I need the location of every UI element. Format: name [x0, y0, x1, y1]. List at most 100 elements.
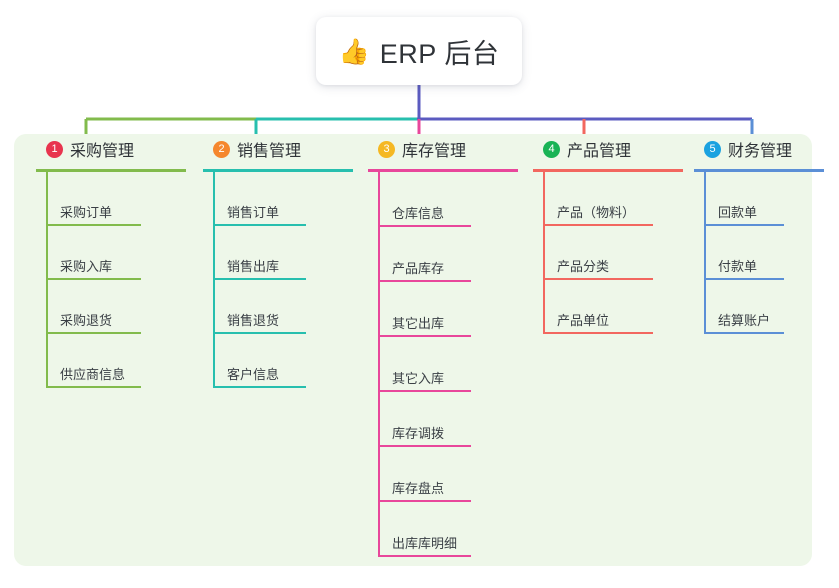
- leaf-rule: [213, 386, 306, 388]
- branch-items-5: 回款单付款单结算账户: [694, 172, 824, 340]
- leaf-label: 采购入库: [60, 259, 113, 274]
- leaf-label: 产品库存: [392, 261, 445, 276]
- branch-header-rule: [36, 169, 186, 172]
- leaf-label: 客户信息: [227, 367, 280, 382]
- leaf-rule: [378, 445, 471, 447]
- branch-number-badge: 2: [213, 140, 230, 158]
- leaf-item[interactable]: 产品（物料）: [543, 172, 653, 226]
- leaf-item[interactable]: 销售退货: [213, 280, 306, 334]
- leaf-rule: [704, 332, 784, 334]
- leaf-rule: [704, 224, 784, 226]
- branch-title: 财务管理: [728, 143, 793, 160]
- leaf-item[interactable]: 付款单: [704, 226, 784, 280]
- root-node-content: 👍 ERP 后台: [339, 32, 500, 71]
- branch-items-1: 采购订单采购入库采购退货供应商信息: [36, 172, 186, 394]
- leaf-item[interactable]: 产品库存: [378, 227, 471, 282]
- leaf-item[interactable]: 供应商信息: [46, 334, 141, 388]
- leaf-rule: [378, 390, 471, 392]
- branch-stem: [543, 172, 545, 334]
- leaf-label: 其它入库: [392, 371, 445, 386]
- branch-header-4[interactable]: 4 产品管理: [533, 134, 683, 164]
- leaf-item[interactable]: 结算账户: [704, 280, 784, 334]
- leaf-item[interactable]: 产品单位: [543, 280, 653, 334]
- branch-number-badge: 3: [378, 140, 395, 158]
- leaf-rule: [543, 224, 653, 226]
- branch-header-rule: [368, 169, 518, 172]
- branch-column-2[interactable]: 2 销售管理销售订单销售出库销售退货客户信息: [203, 134, 353, 394]
- leaf-rule: [378, 335, 471, 337]
- leaf-label: 出库库明细: [392, 536, 458, 551]
- leaf-rule: [378, 500, 471, 502]
- leaf-label: 产品分类: [557, 259, 610, 274]
- leaf-label: 库存调拨: [392, 426, 445, 441]
- leaf-item[interactable]: 销售出库: [213, 226, 306, 280]
- branch-number-badge: 1: [46, 140, 63, 158]
- leaf-rule: [543, 332, 653, 334]
- leaf-item[interactable]: 出库库明细: [378, 502, 471, 557]
- leaf-label: 采购订单: [60, 205, 113, 220]
- leaf-item[interactable]: 其它入库: [378, 337, 471, 392]
- leaf-label: 产品（物料）: [557, 205, 636, 220]
- leaf-rule: [378, 555, 471, 557]
- branch-number-badge: 5: [704, 140, 721, 158]
- branch-header-rule: [533, 169, 683, 172]
- leaf-label: 结算账户: [718, 313, 771, 328]
- branch-title: 采购管理: [70, 143, 135, 160]
- root-node-card[interactable]: 👍 ERP 后台: [316, 17, 522, 85]
- branch-column-5[interactable]: 5 财务管理回款单付款单结算账户: [694, 134, 824, 340]
- leaf-item[interactable]: 仓库信息: [378, 172, 471, 227]
- branch-column-1[interactable]: 1 采购管理采购订单采购入库采购退货供应商信息: [36, 134, 186, 394]
- branch-title: 销售管理: [237, 143, 302, 160]
- leaf-rule: [378, 280, 471, 282]
- leaf-item[interactable]: 采购退货: [46, 280, 141, 334]
- leaf-rule: [704, 278, 784, 280]
- branch-header-5[interactable]: 5 财务管理: [694, 134, 824, 164]
- leaf-rule: [213, 224, 306, 226]
- leaf-item[interactable]: 销售订单: [213, 172, 306, 226]
- branch-header-rule: [203, 169, 353, 172]
- root-node-title: ERP 后台: [379, 38, 500, 69]
- branch-number-badge: 4: [543, 140, 560, 158]
- leaf-label: 库存盘点: [392, 481, 445, 496]
- leaf-rule: [543, 278, 653, 280]
- leaf-label: 销售退货: [227, 313, 280, 328]
- branch-items-2: 销售订单销售出库销售退货客户信息: [203, 172, 353, 394]
- leaf-label: 其它出库: [392, 316, 445, 331]
- leaf-label: 仓库信息: [392, 206, 445, 221]
- leaf-item[interactable]: 库存盘点: [378, 447, 471, 502]
- leaf-label: 供应商信息: [60, 367, 126, 382]
- leaf-item[interactable]: 产品分类: [543, 226, 653, 280]
- branch-column-3[interactable]: 3 库存管理仓库信息产品库存其它出库其它入库库存调拨库存盘点出库库明细: [368, 134, 518, 563]
- branch-title: 产品管理: [567, 143, 632, 160]
- leaf-rule: [213, 332, 306, 334]
- leaf-item[interactable]: 客户信息: [213, 334, 306, 388]
- leaf-label: 采购退货: [60, 313, 113, 328]
- branch-header-1[interactable]: 1 采购管理: [36, 134, 186, 164]
- leaf-rule: [213, 278, 306, 280]
- diagram-panel: 1 采购管理采购订单采购入库采购退货供应商信息 2 销售管理销售订单销售出库销售退货客…: [14, 134, 824, 566]
- leaf-item[interactable]: 采购订单: [46, 172, 141, 226]
- leaf-rule: [46, 224, 141, 226]
- leaf-item[interactable]: 库存调拨: [378, 392, 471, 447]
- leaf-item[interactable]: 其它出库: [378, 282, 471, 337]
- branch-items-4: 产品（物料） 产品分类产品单位: [533, 172, 683, 340]
- branch-header-3[interactable]: 3 库存管理: [368, 134, 518, 164]
- branch-header-2[interactable]: 2 销售管理: [203, 134, 353, 164]
- leaf-item[interactable]: 回款单: [704, 172, 784, 226]
- branch-items-3: 仓库信息产品库存其它出库其它入库库存调拨库存盘点出库库明细: [368, 172, 518, 563]
- branch-header-rule: [694, 169, 824, 172]
- branch-stem: [704, 172, 706, 334]
- thumbs-up-icon: 👍: [338, 36, 370, 66]
- leaf-rule: [46, 386, 141, 388]
- leaf-label: 产品单位: [557, 313, 610, 328]
- branch-stem: [213, 172, 215, 388]
- branch-title: 库存管理: [402, 143, 467, 160]
- leaf-label: 销售订单: [227, 205, 280, 220]
- branch-column-4[interactable]: 4 产品管理产品（物料） 产品分类产品单位: [533, 134, 683, 340]
- leaf-rule: [378, 225, 471, 227]
- leaf-label: 销售出库: [227, 259, 280, 274]
- leaf-rule: [46, 332, 141, 334]
- leaf-item[interactable]: 采购入库: [46, 226, 141, 280]
- leaf-label: 回款单: [718, 205, 758, 220]
- leaf-label: 付款单: [718, 259, 758, 274]
